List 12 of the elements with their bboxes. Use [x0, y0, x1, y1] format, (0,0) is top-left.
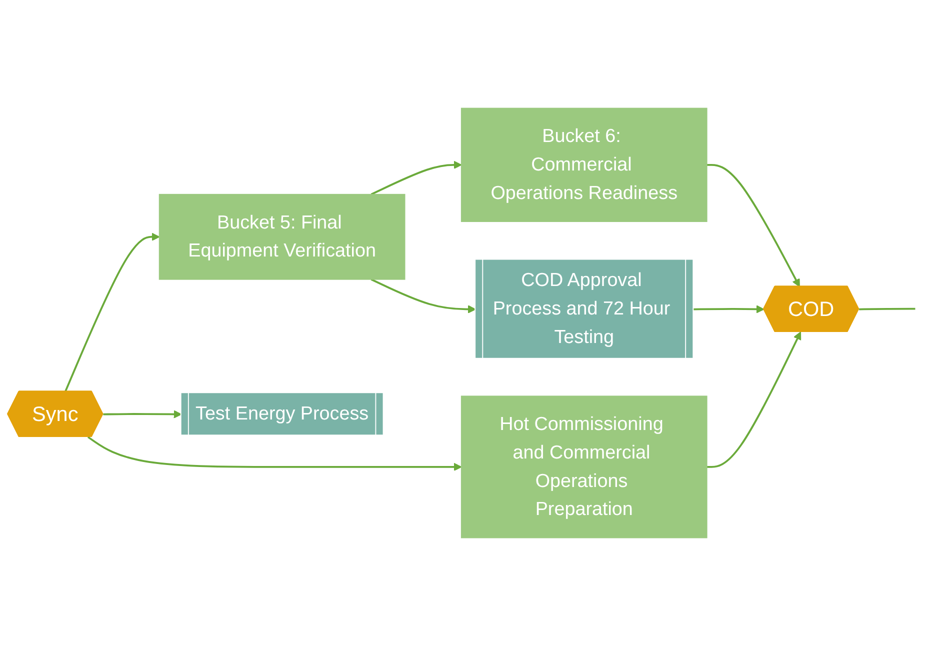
node-box: Bucket 5: Final Equipment Verification	[158, 194, 406, 280]
arrow	[64, 232, 160, 392]
node-box: Hot Commissioning and Commercial Operations Preparation	[460, 396, 708, 538]
arrow	[694, 305, 764, 314]
connector	[859, 308, 916, 310]
arrow	[103, 410, 182, 418]
arrow	[370, 278, 476, 314]
arrow	[370, 160, 462, 196]
node-box: Bucket 6: Commercial Operations Readiness	[460, 108, 708, 222]
arrow	[706, 332, 802, 468]
arrow	[706, 164, 800, 288]
arrow	[87, 436, 462, 472]
